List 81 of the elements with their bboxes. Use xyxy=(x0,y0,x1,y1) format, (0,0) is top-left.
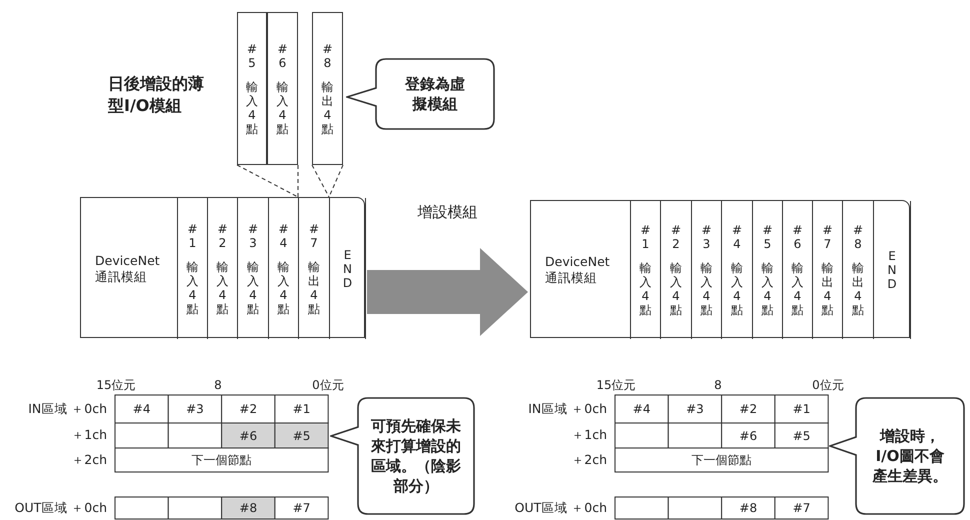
module-number: #8 xyxy=(852,223,864,251)
module-type: 輸入4點 xyxy=(670,261,682,317)
table-cell-text: #7 xyxy=(792,500,812,517)
module-type: 輸入4點 xyxy=(216,260,228,316)
callout-text: 增設時，I/O圖不會產生差異。 xyxy=(872,426,948,486)
table-cell-text: #7 xyxy=(292,500,312,517)
guide-line xyxy=(312,164,344,198)
module-number: #4 xyxy=(731,223,743,251)
table-cell-text: 下一個節點 xyxy=(690,452,753,468)
bit-label: 8 xyxy=(713,377,723,393)
channel-label: ＋1ch xyxy=(570,426,607,444)
table-cell-text: #2 xyxy=(238,401,258,418)
guide-line xyxy=(236,164,298,198)
module-type: 輸出4點 xyxy=(308,260,320,316)
module-label: DeviceNet 通訊模組 xyxy=(545,254,611,286)
module-number: #2 xyxy=(670,223,682,251)
module-number: #6 xyxy=(276,42,288,70)
module-number: #4 xyxy=(278,222,290,250)
bit-label: 8 xyxy=(213,377,223,393)
module-rack xyxy=(530,200,910,338)
block-arrow xyxy=(367,248,528,336)
module-type: 輸入4點 xyxy=(276,80,288,136)
table-cell-text: #3 xyxy=(685,401,705,418)
bit-label: 0位元 xyxy=(811,377,845,393)
module-number: #7 xyxy=(308,222,320,250)
module-type: 輸出4點 xyxy=(852,261,864,317)
module-type: 輸入4點 xyxy=(792,261,804,317)
channel-label: OUT區域 ＋0ch xyxy=(14,498,107,516)
module-number: #1 xyxy=(640,223,652,251)
table-cell-text: #4 xyxy=(132,401,152,418)
io-module-slot xyxy=(312,12,343,165)
table-cell-text: 下一個節點 xyxy=(190,452,253,468)
module-number: #2 xyxy=(216,222,228,250)
module-type: 輸入4點 xyxy=(186,260,198,316)
module-rack xyxy=(80,197,365,338)
table-cell-text: #1 xyxy=(292,401,312,418)
channel-label: IN區域 ＋0ch xyxy=(27,400,107,418)
table-cell-text: #2 xyxy=(738,401,758,418)
table-cell-text: #3 xyxy=(185,401,205,418)
module-type: 輸入4點 xyxy=(762,261,774,317)
table-cell-text: #6 xyxy=(738,428,758,444)
channel-label: ＋2ch xyxy=(570,450,607,468)
channel-label: ＋2ch xyxy=(70,450,107,468)
channel-label: OUT區域 ＋0ch xyxy=(514,498,607,516)
module-number: #1 xyxy=(186,222,198,250)
module-type: 輸入4點 xyxy=(731,261,743,317)
module-number: #6 xyxy=(792,223,804,251)
module-number: #3 xyxy=(700,223,712,251)
channel-label: ＋1ch xyxy=(70,426,107,444)
table-cell-text: #8 xyxy=(238,500,258,517)
bit-label: 15位元 xyxy=(95,377,137,393)
end-label: END xyxy=(342,248,354,290)
table-cell-text: #4 xyxy=(632,401,652,418)
table-cell-text: #6 xyxy=(238,428,258,444)
caption-text: 日後增設的薄型I/O模組 xyxy=(108,73,204,117)
callout-text: 登錄為虛擬模組 xyxy=(404,74,466,114)
module-type: 輸出4點 xyxy=(822,261,834,317)
module-number: #5 xyxy=(762,223,774,251)
end-label: END xyxy=(886,249,898,291)
bit-label: 0位元 xyxy=(311,377,345,393)
module-number: #7 xyxy=(822,223,834,251)
module-label: DeviceNet 通訊模組 xyxy=(95,252,161,284)
edge-label: 增設模組 xyxy=(416,202,478,222)
module-type: 輸入4點 xyxy=(700,261,712,317)
module-type: 輸入4點 xyxy=(278,260,290,316)
module-number: #8 xyxy=(322,42,334,70)
table-cell-text: #5 xyxy=(292,428,312,444)
module-number: #3 xyxy=(247,222,259,250)
io-module-slot xyxy=(267,12,298,165)
module-type: 輸入4點 xyxy=(640,261,652,317)
table-cell-text: #1 xyxy=(792,401,812,418)
table-cell-text: #8 xyxy=(738,500,758,517)
io-module-slot xyxy=(237,12,267,165)
module-number: #5 xyxy=(246,42,258,70)
module-type: 輸入4點 xyxy=(246,80,258,136)
module-type: 輸出4點 xyxy=(322,80,334,136)
bit-label: 15位元 xyxy=(595,377,637,393)
module-type: 輸入4點 xyxy=(247,260,259,316)
channel-label: IN區域 ＋0ch xyxy=(527,400,607,418)
table-cell-text: #5 xyxy=(792,428,812,444)
callout-text: 可預先確保未來打算增設的區域。（陰影部分） xyxy=(370,416,462,496)
